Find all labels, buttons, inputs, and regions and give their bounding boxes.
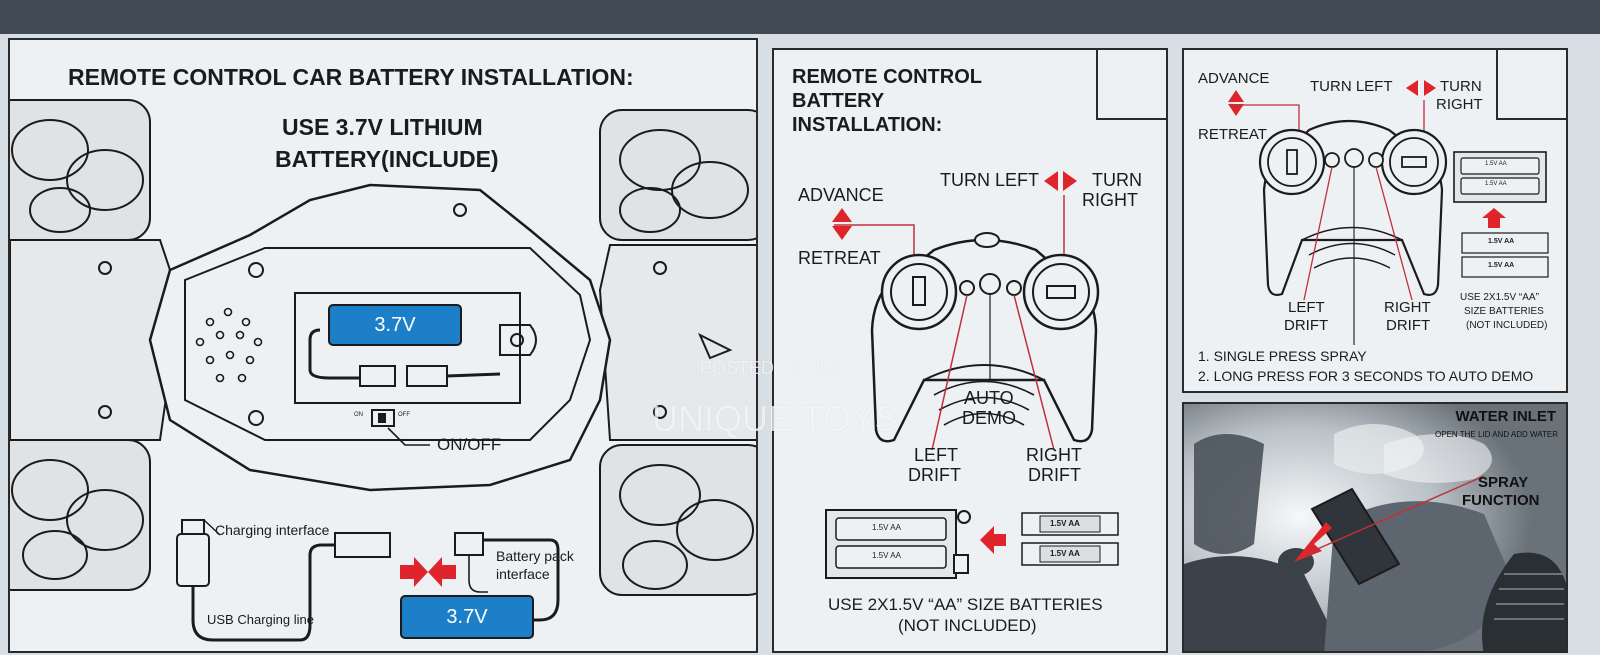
turn-right-label-line-2: RIGHT (1082, 190, 1138, 210)
auto-demo-label-line-1: AUTO (964, 388, 1014, 408)
remote-title-line-3: INSTALLATION: (792, 114, 943, 136)
toy-car-illustration (10, 99, 756, 642)
spray-batteries-line-1: USE 2X1.5V “AA” (1460, 292, 1539, 303)
spray-function-line-1: SPRAY (1478, 474, 1529, 491)
case-cell-1-label: 1.5V AA (872, 523, 901, 532)
turn-left-right-red-arrow-icon (1044, 171, 1058, 191)
spray-left-drift-line-2: DRIFT (1284, 317, 1329, 334)
spray-advance-label: ADVANCE (1198, 70, 1270, 87)
water-inlet-photo (1184, 404, 1566, 651)
switch-off-label: OFF (398, 412, 410, 418)
car-battery-panel: REMOTE CONTROL CAR BATTERY INSTALLATION:… (8, 38, 758, 653)
battery-pack-3-7v-label: 3.7V (400, 595, 534, 639)
remote-title-line-1: REMOTE CONTROL (792, 66, 982, 88)
right-drift-label-line-2: DRIFT (1028, 465, 1081, 485)
mini-case-cell-1-label: 1.5V AA (1485, 161, 1507, 167)
spray-retreat-label: RETREAT (1198, 126, 1267, 143)
mini-loose-cell-1-label: 1.5V AA (1488, 238, 1515, 245)
spray-remote-panel: ADVANCE RETREAT TURN LEFT TURN RIGHT LEF… (1182, 48, 1568, 393)
spray-turn-right-line-1: TURN (1440, 78, 1482, 95)
advance-label: ADVANCE (798, 185, 884, 205)
spray-note-2: 2. LONG PRESS FOR 3 SECONDS TO AUTO DEMO (1198, 368, 1534, 384)
battery-pack-interface-line-2: interface (496, 566, 550, 582)
spray-batteries-line-2: SIZE BATTERIES (1464, 306, 1544, 317)
water-inlet-panel: WATER INLET OPEN THE LID AND ADD WATER S… (1182, 402, 1568, 653)
spray-function-line-2: FUNCTION (1462, 492, 1540, 509)
switch-on-label: ON (354, 412, 363, 418)
advance-retreat-red-arrow-icon (832, 208, 852, 222)
on-off-label: ON/OFF (437, 435, 502, 454)
spray-right-drift-line-2: DRIFT (1386, 317, 1431, 334)
battery-spec-line-1: USE 3.7V LITHIUM (282, 114, 483, 140)
remote-battery-panel: REMOTE CONTROL BATTERY INSTALLATION: (772, 48, 1168, 653)
mini-case-cell-2-label: 1.5V AA (1485, 181, 1507, 187)
battery-spec-line-2: BATTERY(INCLUDE) (275, 146, 499, 172)
turn-left-label: TURN LEFT (940, 170, 1039, 190)
mini-loose-cell-2-label: 1.5V AA (1488, 262, 1515, 269)
left-drift-label-line-1: LEFT (914, 445, 959, 465)
auto-demo-label-line-2: DEMO (962, 408, 1016, 428)
corner-box (1096, 50, 1166, 120)
usb-charging-line-label: USB Charging line (207, 612, 314, 627)
left-drift-label-line-2: DRIFT (908, 465, 961, 485)
car-panel-title: REMOTE CONTROL CAR BATTERY INSTALLATION: (68, 64, 634, 90)
retreat-label: RETREAT (798, 248, 881, 268)
spray-left-drift-line-1: LEFT (1288, 299, 1325, 316)
spray-right-drift-line-1: RIGHT (1384, 299, 1431, 316)
spray-remote-illustration (1228, 80, 1549, 345)
corner-box-2 (1496, 50, 1566, 120)
spray-turn-left-label: TURN LEFT (1310, 78, 1393, 95)
right-drift-label-line-1: RIGHT (1026, 445, 1082, 465)
battery-3-7v-label: 3.7V (328, 304, 462, 346)
spray-note-1: 1. SINGLE PRESS SPRAY (1198, 348, 1367, 364)
loose-cell-2-label: 1.5V AA (1050, 549, 1080, 558)
remote-batteries-line-2: (NOT INCLUDED) (898, 616, 1037, 635)
watermark-posted: POSTED ON JIJI (700, 358, 840, 378)
case-cell-2-label: 1.5V AA (872, 551, 901, 560)
remote-controller-illustration (825, 171, 1119, 579)
remote-title-line-2: BATTERY (792, 90, 885, 112)
battery-pack-interface-line-1: Battery pack (496, 548, 574, 564)
spray-turn-right-line-2: RIGHT (1436, 96, 1483, 113)
watermark-shop: UNIQUE TOYS (652, 398, 899, 439)
water-inlet-red-arrow-icon (1294, 522, 1332, 562)
water-inlet-subtitle: OPEN THE LID AND ADD WATER (1435, 430, 1558, 439)
spray-batteries-line-3: (NOT INCLUDED) (1466, 320, 1548, 331)
remote-batteries-line-1: USE 2X1.5V “AA” SIZE BATTERIES (828, 595, 1103, 614)
charging-interface-label: Charging interface (215, 522, 330, 538)
turn-right-label-line-1: TURN (1092, 170, 1142, 190)
top-edge-band (0, 0, 1600, 34)
loose-cell-1-label: 1.5V AA (1050, 519, 1080, 528)
water-inlet-title: WATER INLET (1455, 408, 1556, 425)
